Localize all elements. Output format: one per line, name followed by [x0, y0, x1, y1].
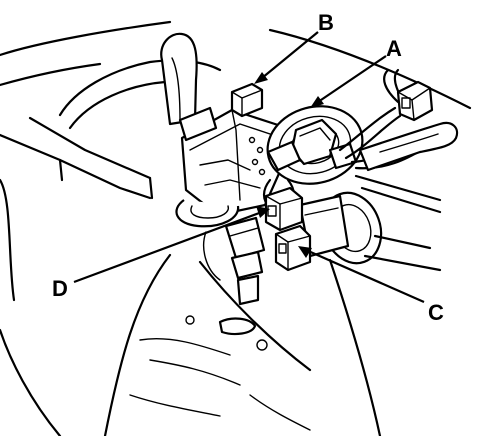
connector-d	[262, 178, 304, 232]
right-stalk	[354, 121, 459, 214]
arrowhead-d	[256, 206, 270, 218]
reel-connector	[396, 80, 434, 122]
column-shroud	[0, 59, 222, 200]
cable-reel	[266, 105, 364, 185]
arrowhead-b	[254, 72, 268, 84]
callout-label-c: C	[428, 300, 444, 325]
callout-leaders	[73, 31, 425, 304]
dashboard-outline	[0, 20, 472, 436]
arrowhead-a	[310, 96, 324, 108]
connector-c	[274, 224, 312, 272]
callout-label-b: B	[318, 10, 334, 35]
leader-line-d	[73, 210, 263, 284]
connector-b	[230, 82, 264, 118]
lower-ring	[175, 199, 240, 228]
leader-line-c	[305, 248, 425, 304]
callout-label-d: D	[52, 276, 68, 301]
upper-bracket	[160, 32, 198, 126]
leader-line-b	[261, 31, 319, 79]
callout-label-a: A	[386, 36, 402, 61]
leader-line-a	[317, 55, 387, 103]
steering-lock	[298, 191, 442, 272]
combination-switch	[178, 106, 287, 217]
lower-column-cover	[103, 253, 382, 436]
lower-switch-blocks	[202, 216, 266, 306]
arrowhead-c	[298, 246, 312, 258]
